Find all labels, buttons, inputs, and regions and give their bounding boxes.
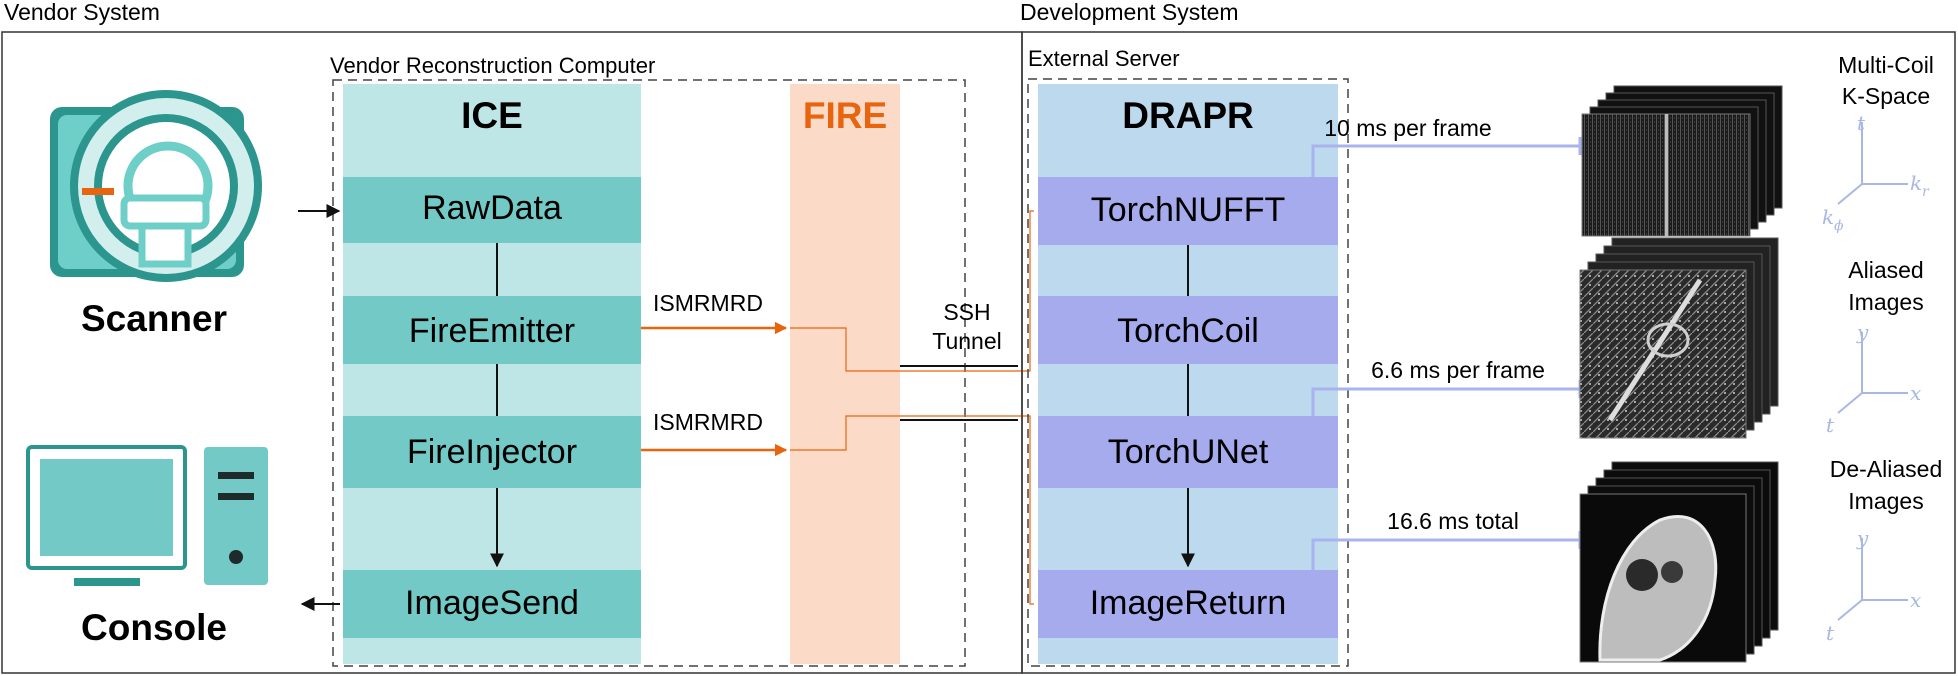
- kspace-axes-labels: t k r k ϕ: [1822, 111, 1930, 234]
- svg-text:ϕ: ϕ: [1834, 218, 1844, 234]
- aliased-axes-icon: [1837, 332, 1908, 414]
- console-label: Console: [81, 607, 227, 648]
- ice-module-rawdata: RawData: [343, 177, 641, 243]
- timing-label: 6.6 ms per frame: [1371, 357, 1545, 383]
- drapr-module-torchunet: TorchUNet: [1038, 416, 1338, 488]
- kspace-axes-icon: [1837, 122, 1908, 205]
- scanner-icon: [50, 90, 262, 282]
- output-label-aliased-line1: Aliased: [1848, 257, 1923, 283]
- recon-computer-frame: [332, 79, 966, 667]
- external-server-frame: [1027, 78, 1349, 667]
- svg-text:x: x: [1910, 381, 1921, 405]
- output-label-dealiased-line2: Images: [1848, 488, 1923, 514]
- timing-label: 16.6 ms total: [1387, 508, 1519, 534]
- ice-module-fireinjector: FireInjector: [343, 416, 641, 488]
- timing-connector-unet: [1311, 380, 1582, 416]
- output-label-dealiased-line1: De-Aliased: [1830, 456, 1943, 482]
- ice-module-fireemitter: FireEmitter: [343, 296, 641, 364]
- ssh-tunnel-label-line1: SSH: [943, 299, 990, 325]
- scanner-label: Scanner: [81, 298, 227, 339]
- development-system-frame: [1021, 31, 1956, 674]
- drapr-to-fire-route: [790, 415, 1034, 605]
- timing-connector-nufft: [1311, 137, 1582, 177]
- drapr-module-label: TorchUNet: [1108, 433, 1269, 471]
- svg-text:r: r: [1922, 184, 1930, 200]
- svg-text:y: y: [1856, 320, 1869, 344]
- recon-computer-title: Vendor Reconstruction Computer: [330, 53, 655, 78]
- vendor-system-title: Vendor System: [4, 0, 160, 25]
- drapr-module-torchcoil: TorchCoil: [1038, 296, 1338, 364]
- dealiased-axes-icon: [1837, 538, 1908, 621]
- drapr-module-label: TorchNUFFT: [1091, 191, 1286, 229]
- dealiased-axes-labels: y x t: [1826, 526, 1921, 645]
- timing-connector-total: [1311, 531, 1582, 570]
- drapr-module-label: ImageReturn: [1090, 584, 1287, 622]
- ice-module-imagesend: ImageSend: [343, 570, 641, 638]
- fire-column: [790, 84, 900, 664]
- aliased-axes-labels: y x t: [1826, 320, 1921, 437]
- output-label-aliased-line2: Images: [1848, 289, 1923, 315]
- svg-text:x: x: [1910, 588, 1921, 612]
- kspace-image-stack: [1581, 85, 1783, 237]
- svg-text:t: t: [1826, 413, 1835, 437]
- external-server-title: External Server: [1028, 46, 1180, 71]
- drapr-title: DRAPR: [1122, 95, 1254, 136]
- ismrmrd-label: ISMRMRD: [653, 290, 763, 316]
- ice-module-label: FireInjector: [407, 433, 577, 471]
- console-icon: [26, 445, 268, 586]
- ice-title: ICE: [461, 95, 523, 136]
- development-system-title: Development System: [1020, 0, 1239, 25]
- drapr-module-imagereturn: ImageReturn: [1038, 570, 1338, 638]
- timing-label: 10 ms per frame: [1324, 115, 1491, 141]
- ice-module-label: RawData: [422, 189, 562, 227]
- fire-title: FIRE: [803, 95, 887, 136]
- ssh-tunnel-label-line2: Tunnel: [932, 328, 1001, 354]
- ice-module-label: FireEmitter: [409, 312, 575, 350]
- drapr-module-label: TorchCoil: [1117, 312, 1259, 350]
- svg-text:y: y: [1856, 526, 1869, 550]
- aliased-image-stack: [1579, 237, 1779, 439]
- ismrmrd-label: ISMRMRD: [653, 409, 763, 435]
- drapr-module-torchnufft: TorchNUFFT: [1038, 177, 1338, 245]
- svg-text:k: k: [1910, 171, 1922, 195]
- svg-text:t: t: [1857, 111, 1866, 135]
- dealiased-image-stack: [1579, 461, 1779, 663]
- ice-module-label: ImageSend: [405, 584, 579, 622]
- svg-text:k: k: [1822, 205, 1834, 229]
- svg-text:t: t: [1826, 621, 1835, 645]
- output-label-kspace-line2: K-Space: [1842, 83, 1930, 109]
- fire-to-drapr-route: [790, 210, 1034, 372]
- output-label-kspace-line1: Multi-Coil: [1838, 52, 1934, 78]
